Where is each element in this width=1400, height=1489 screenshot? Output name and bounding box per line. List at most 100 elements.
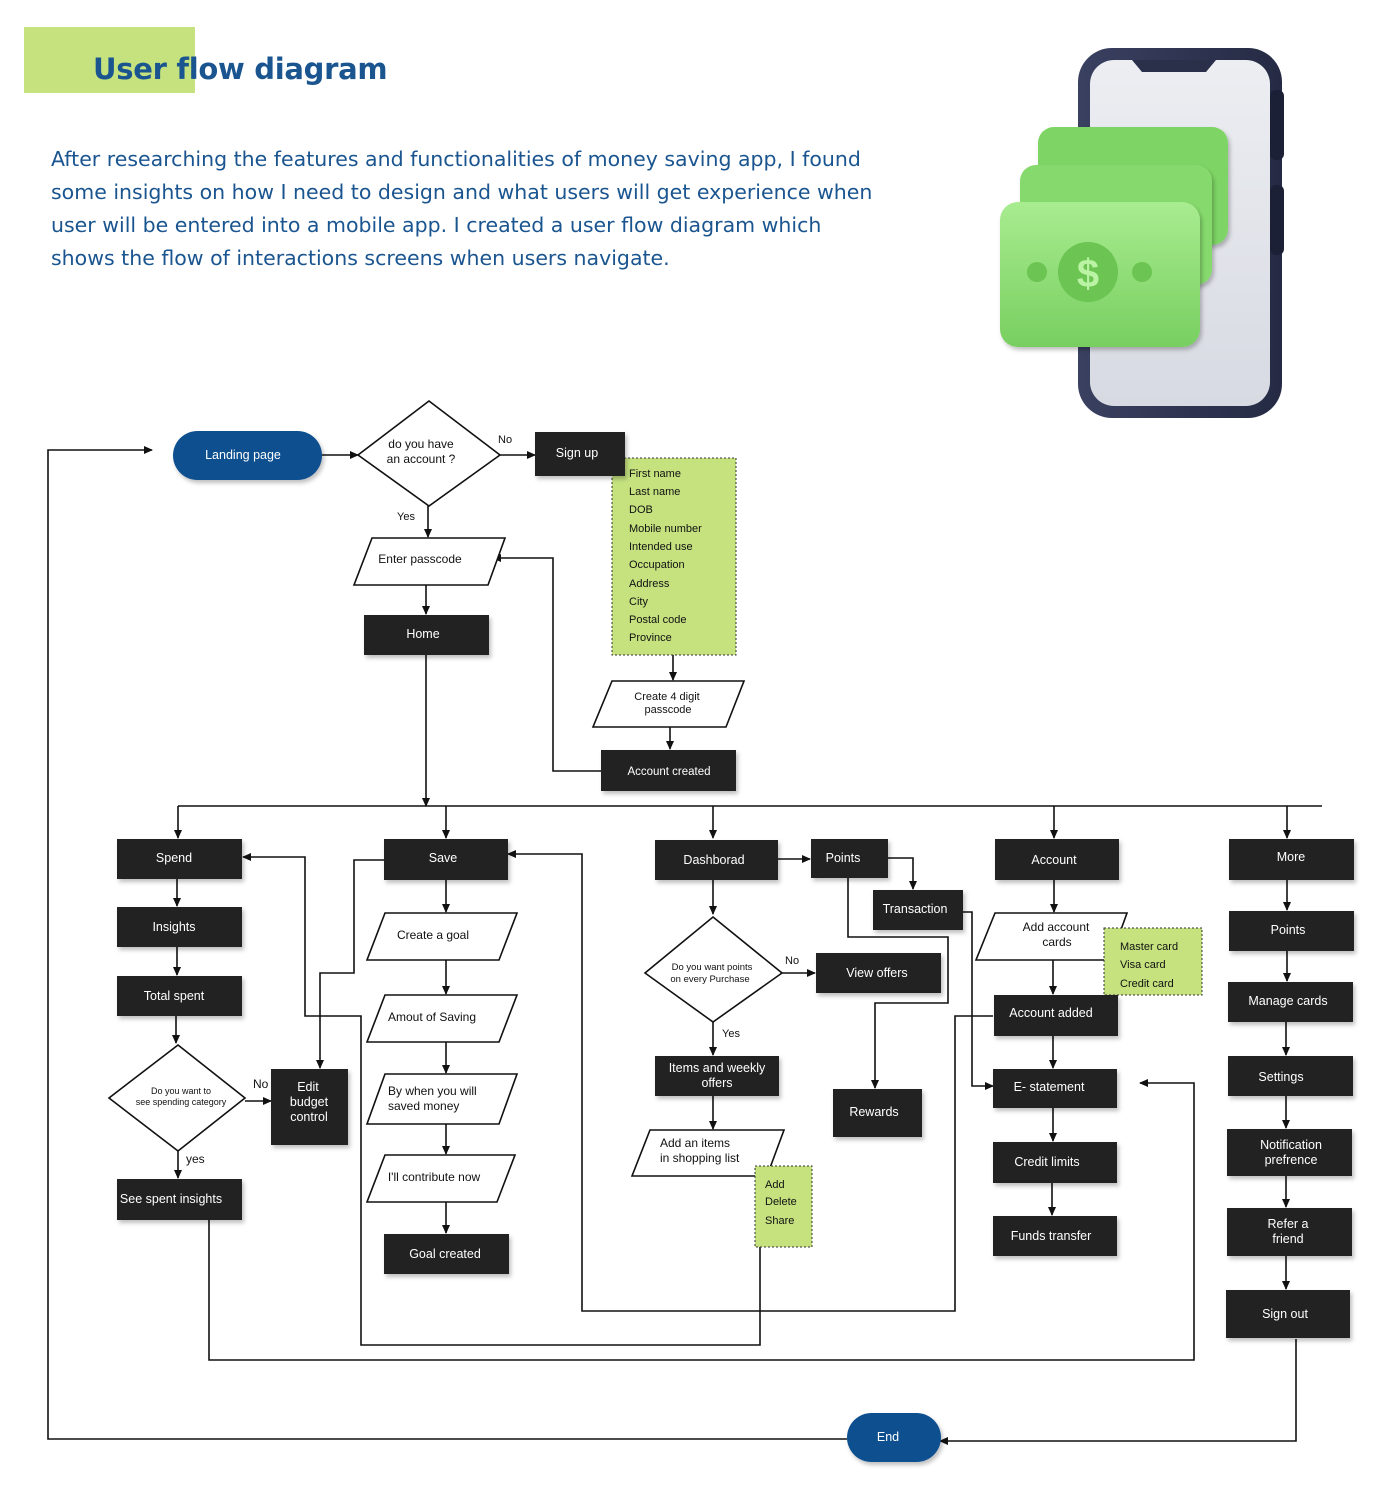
svg-text:Spend: Spend [156, 851, 192, 865]
points-node: Points [811, 839, 888, 878]
svg-text:Amout of Saving: Amout of Saving [388, 1010, 476, 1024]
signup-fields-note: First name Last name DOB Mobile number I… [611, 457, 737, 656]
svg-text:Enter passcode: Enter passcode [378, 552, 462, 566]
svg-text:First name: First name [629, 468, 681, 480]
svg-text:Manage cards: Manage cards [1248, 994, 1327, 1008]
svg-text:saved money: saved money [388, 1099, 459, 1113]
dollar-glyph: $ [1077, 252, 1099, 296]
title-highlight [24, 27, 195, 93]
svg-text:DOB: DOB [629, 504, 653, 516]
end-node: End [847, 1413, 941, 1462]
svg-text:Create a goal: Create a goal [397, 928, 469, 942]
svg-text:see spending category: see spending category [136, 1097, 227, 1107]
save-node: Save [384, 839, 508, 880]
svg-text:Last name: Last name [629, 486, 680, 498]
svg-text:Postal code: Postal code [629, 614, 686, 626]
svg-text:Create 4 digit: Create 4 digit [634, 691, 699, 703]
svg-text:budget: budget [290, 1095, 329, 1109]
refer-friend-node: Refer a friend [1227, 1208, 1352, 1256]
svg-text:Province: Province [629, 632, 672, 644]
svg-text:Account: Account [1031, 853, 1077, 867]
svg-text:Insights: Insights [152, 920, 195, 934]
svg-text:Intended use: Intended use [629, 541, 693, 553]
svg-text:E- statement: E- statement [1014, 1080, 1085, 1094]
svg-text:Items and weekly: Items and weekly [669, 1061, 766, 1075]
svg-text:Edit: Edit [297, 1080, 319, 1094]
svg-text:By when you will: By when you will [388, 1084, 477, 1098]
svg-text:Goal created: Goal created [409, 1247, 481, 1261]
rewards-node: Rewards [833, 1089, 922, 1137]
svg-text:Add an items: Add an items [660, 1136, 730, 1150]
account-decision: do you have an account ? [356, 399, 502, 507]
svg-text:cards: cards [1042, 935, 1071, 949]
svg-text:Points: Points [826, 851, 861, 865]
points-decision: Do you want points on every Purchase [643, 915, 784, 1023]
svg-text:Home: Home [406, 627, 439, 641]
credit-limits-node: Credit limits [993, 1142, 1117, 1183]
svg-text:prefrence: prefrence [1265, 1153, 1318, 1167]
svg-text:passcode: passcode [644, 704, 691, 716]
insights-node: Insights [117, 907, 242, 947]
settings-node: Settings [1228, 1056, 1353, 1096]
dashboard-node: Dashborad [655, 840, 778, 880]
more-points-node: Points [1229, 911, 1354, 951]
create-goal-node: Create a goal [365, 912, 519, 961]
landing-page-label: Landing page [205, 448, 281, 462]
svg-text:Settings: Settings [1258, 1070, 1303, 1084]
card-types-note: Master card Visa card Credit card [1103, 927, 1203, 996]
see-spent-node: See spent insights [117, 1179, 242, 1220]
svg-text:Sign up: Sign up [556, 446, 598, 460]
total-spent-node: Total spent [117, 976, 242, 1016]
no-label: No [498, 434, 512, 446]
svg-text:do you have: do you have [388, 437, 454, 451]
svg-text:Transaction: Transaction [883, 902, 948, 916]
edit-budget-node: Edit budget control [271, 1069, 348, 1145]
svg-text:Master card: Master card [1120, 941, 1178, 953]
end-label: End [877, 1430, 899, 1444]
spend-node: Spend [117, 839, 242, 879]
svg-text:More: More [1277, 850, 1306, 864]
intro-paragraph: After researching the features and funct… [51, 147, 873, 270]
transaction-node: Transaction [873, 890, 963, 930]
svg-text:Add account: Add account [1023, 920, 1090, 934]
yes-points-label: Yes [722, 1028, 740, 1040]
svg-text:Total spent: Total spent [144, 989, 205, 1003]
by-when-node: By when you will saved money [365, 1073, 519, 1125]
svg-text:on every Purchase: on every Purchase [670, 974, 749, 985]
svg-text:View offers: View offers [846, 966, 907, 980]
svg-text:Share: Share [765, 1215, 794, 1227]
phone-with-money-icon: $ [1000, 48, 1284, 418]
home-node: Home [364, 615, 489, 655]
notification-node: Notification prefrence [1227, 1129, 1352, 1176]
signup-node: Sign up [535, 432, 625, 476]
svg-text:Save: Save [429, 851, 458, 865]
sign-out-node: Sign out [1226, 1290, 1350, 1338]
contribute-node: I'll contribute now [365, 1154, 517, 1203]
svg-text:City: City [629, 596, 648, 608]
svg-text:Occupation: Occupation [629, 559, 685, 571]
svg-text:See spent insights: See spent insights [120, 1192, 222, 1206]
create-passcode-node: Create 4 digit passcode [591, 680, 746, 728]
items-weekly-node: Items and weekly offers [655, 1056, 779, 1096]
amount-saving-node: Amout of Saving [365, 994, 519, 1043]
svg-text:Dashborad: Dashborad [683, 853, 744, 867]
enter-passcode-node: Enter passcode [352, 537, 507, 586]
svg-text:Do you want to: Do you want to [151, 1086, 211, 1096]
goal-created-node: Goal created [384, 1234, 509, 1274]
svg-text:Rewards: Rewards [849, 1105, 898, 1119]
svg-text:Account added: Account added [1009, 1006, 1092, 1020]
svg-text:Add: Add [765, 1179, 785, 1191]
svg-text:I'll contribute now: I'll contribute now [388, 1170, 481, 1184]
landing-page-node: Landing page [173, 431, 322, 480]
add-items-node: Add an items in shopping list [630, 1129, 786, 1177]
spending-category-decision: Do you want to see spending category [107, 1043, 247, 1153]
svg-text:Credit card: Credit card [1120, 978, 1174, 990]
more-node: More [1229, 839, 1354, 880]
svg-text:offers: offers [701, 1076, 732, 1090]
list-actions-note: Add Delete Share [754, 1165, 813, 1248]
svg-text:Do you want points: Do you want points [672, 962, 753, 973]
svg-text:Credit limits: Credit limits [1014, 1155, 1079, 1169]
money-bill-icon: $ [1000, 127, 1228, 347]
account-added-node: Account added [994, 995, 1118, 1036]
